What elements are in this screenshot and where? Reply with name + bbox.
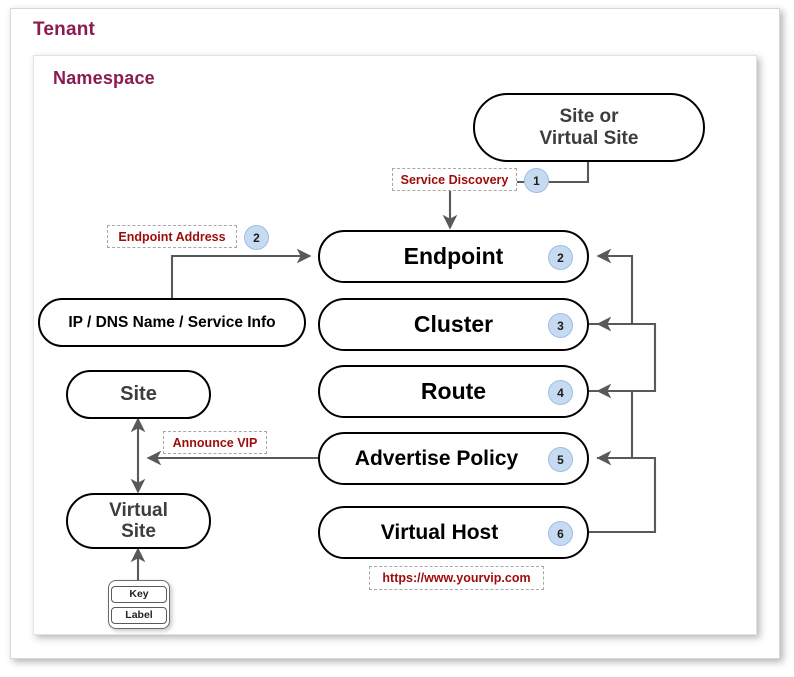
tag-announce-vip-text: Announce VIP xyxy=(172,435,258,450)
legend-key: Key xyxy=(111,585,167,603)
node-site-or-virtual-site-label: Site or Virtual Site xyxy=(539,106,639,149)
tag-vip-url: https://www.yourvip.com xyxy=(369,566,544,590)
node-advertise-policy-label: Advertise Policy xyxy=(354,446,519,470)
node-virtual-host-label: Virtual Host xyxy=(380,520,499,544)
tenant-title: Tenant xyxy=(33,19,96,40)
namespace-title: Namespace xyxy=(53,68,155,88)
badge-endpoint-address: 2 xyxy=(244,225,269,250)
node-virtual-site[interactable]: Virtual Site xyxy=(66,493,211,549)
tag-endpoint-address: Endpoint Address xyxy=(107,225,237,248)
badge-service-discovery: 1 xyxy=(524,168,549,193)
tag-endpoint-address-text: Endpoint Address xyxy=(118,229,226,244)
node-site-label: Site xyxy=(120,383,157,406)
badge-advertise-policy: 5 xyxy=(548,447,573,472)
node-advertise-policy[interactable]: Advertise Policy xyxy=(318,432,589,485)
node-virtual-site-label: Virtual Site xyxy=(109,499,168,542)
node-site[interactable]: Site xyxy=(66,370,211,419)
node-endpoint[interactable]: Endpoint xyxy=(318,230,589,283)
node-cluster-label: Cluster xyxy=(413,310,494,337)
node-route-label: Route xyxy=(420,377,487,404)
node-site-or-virtual-site[interactable]: Site or Virtual Site xyxy=(473,93,705,162)
legend-label: Label xyxy=(111,606,167,624)
node-route[interactable]: Route xyxy=(318,365,589,418)
node-ip-dns-label: IP / DNS Name / Service Info xyxy=(68,313,276,331)
node-endpoint-label: Endpoint xyxy=(403,242,504,269)
node-virtual-host[interactable]: Virtual Host xyxy=(318,506,589,559)
tag-announce-vip: Announce VIP xyxy=(163,431,267,454)
badge-cluster: 3 xyxy=(548,313,573,338)
node-ip-dns-service-info[interactable]: IP / DNS Name / Service Info xyxy=(38,298,306,347)
badge-route: 4 xyxy=(548,380,573,405)
badge-virtual-host: 6 xyxy=(548,521,573,546)
tag-service-discovery: Service Discovery xyxy=(392,168,517,191)
badge-endpoint: 2 xyxy=(548,245,573,270)
legend-key-label-box: Key Label xyxy=(108,580,170,629)
tag-service-discovery-text: Service Discovery xyxy=(400,172,509,187)
tag-vip-url-text: https://www.yourvip.com xyxy=(382,571,531,585)
node-cluster[interactable]: Cluster xyxy=(318,298,589,351)
